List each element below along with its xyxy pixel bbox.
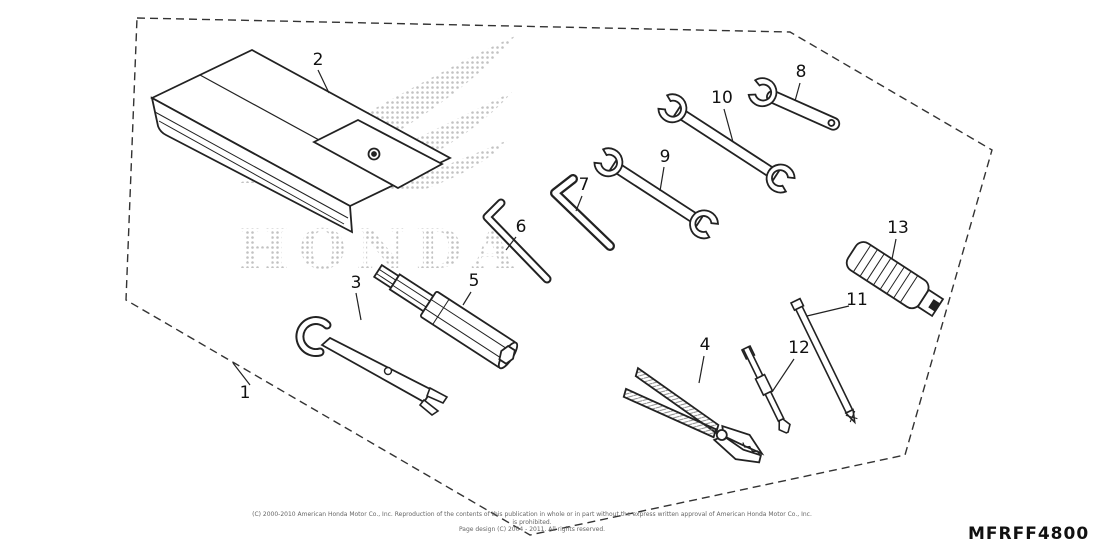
part-label-7: 7 (578, 175, 590, 195)
part-label-2: 2 (312, 50, 324, 70)
hex-key-large-icon (550, 174, 615, 251)
part-label-9: 9 (659, 147, 671, 167)
copyright-line-2: Page design (C) 2004 - 2011. All rights … (458, 526, 606, 533)
pliers-icon (622, 366, 765, 464)
copyright-line-1: (C) 2000-2010 American Honda Motor Co., … (252, 511, 812, 526)
open-end-wrench-icon (593, 147, 719, 240)
part-label-4: 4 (699, 335, 711, 355)
copyright-notice: (C) 2000-2010 American Honda Motor Co., … (252, 511, 812, 534)
hook-wrench-icon (295, 316, 449, 416)
part-label-12: 12 (788, 338, 810, 358)
part-label-6: 6 (515, 217, 527, 237)
part-label-3: 3 (350, 273, 362, 293)
hex-key-small-icon (482, 198, 552, 284)
part-label-8: 8 (795, 62, 807, 82)
screwdriver-shaft-icon (789, 297, 858, 425)
diagram-border (125, 17, 993, 536)
flat-open-end-wrench-icon (747, 77, 841, 131)
screwdriver-bit-icon (740, 344, 791, 434)
diagram-code: MFRFF4800 (968, 524, 1090, 544)
honda-watermark-text: HONDA (238, 217, 524, 281)
screwdriver-handle-icon (845, 241, 945, 318)
part-label-5: 5 (468, 271, 480, 291)
tool-bag-icon (150, 48, 452, 234)
part-label-1: 1 (239, 383, 251, 403)
part-label-11: 11 (846, 290, 868, 310)
part-label-10: 10 (711, 88, 733, 108)
spark-plug-wrench-icon (372, 263, 519, 370)
part-label-13: 13 (887, 218, 909, 238)
open-end-wrench-large-icon (657, 93, 796, 194)
leader-lines (232, 69, 897, 393)
